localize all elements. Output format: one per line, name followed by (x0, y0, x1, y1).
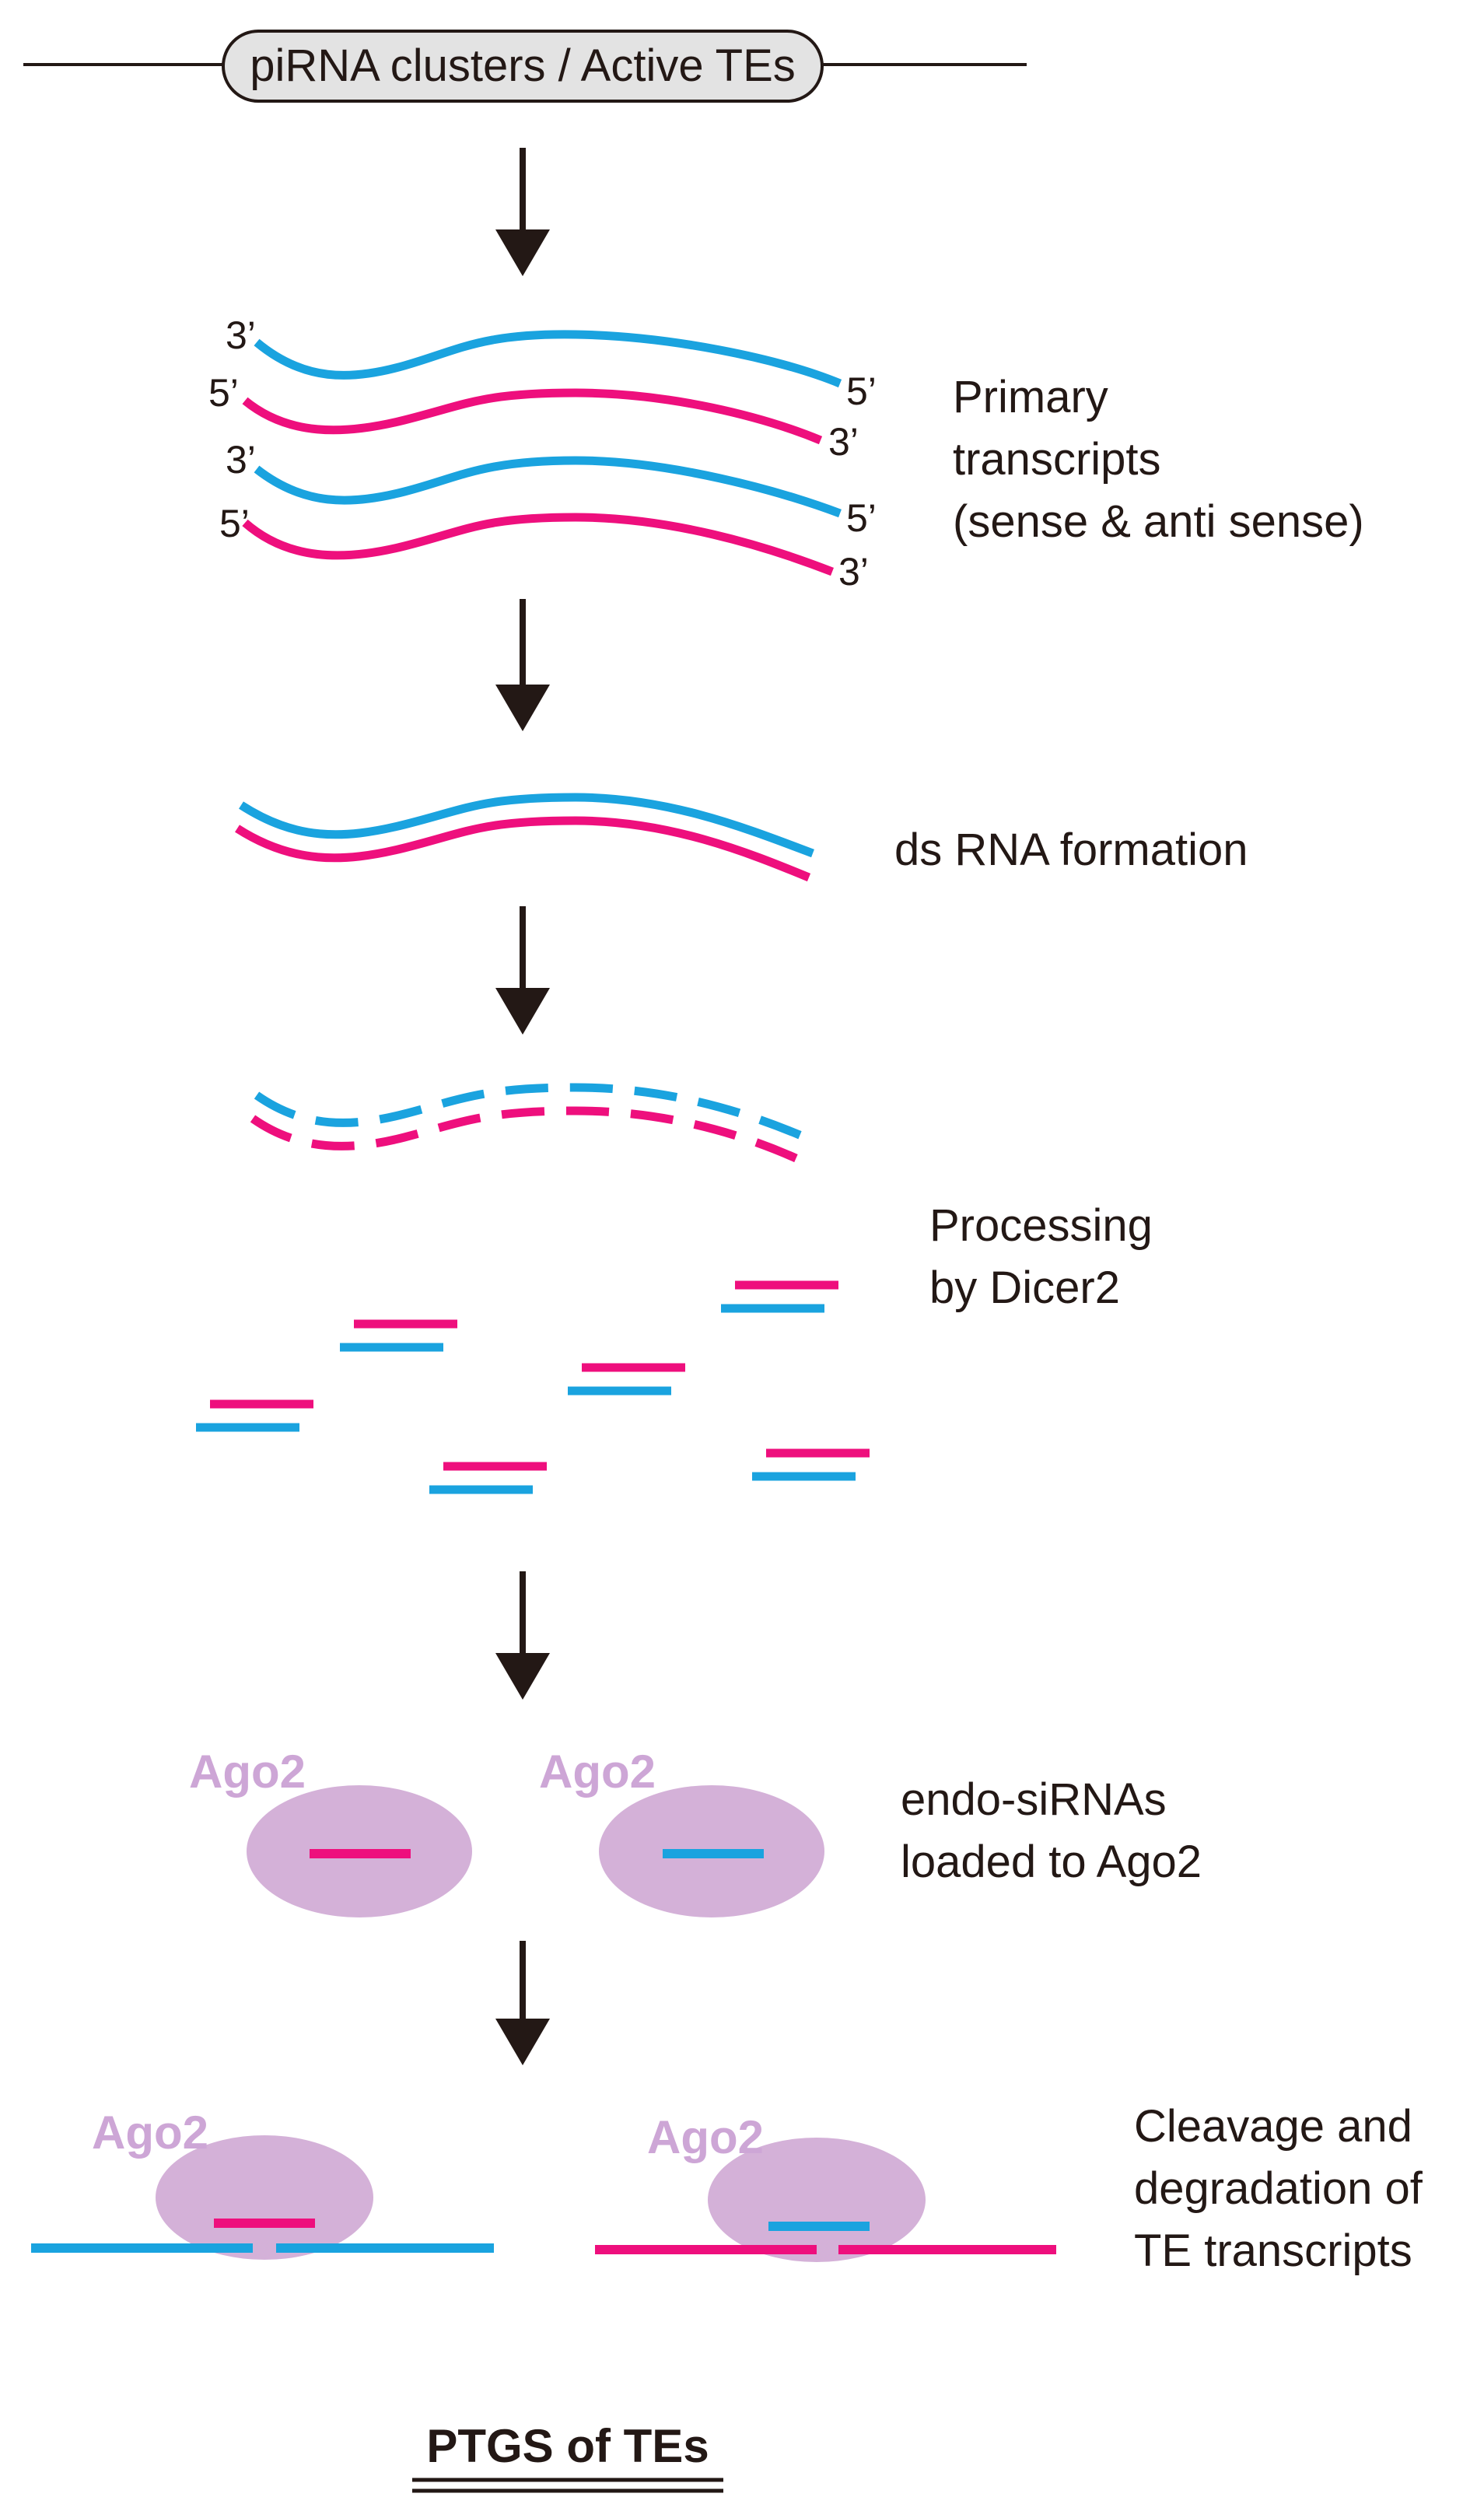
strand-end-label: 5’ (846, 369, 877, 413)
title-text: PTGS of TEs (426, 2420, 709, 2472)
cleavage-complex: Ago2 (595, 2111, 1056, 2262)
down-arrow-icon (495, 1571, 550, 1700)
antisense-transcript (242, 513, 834, 576)
primary-transcripts: 3’ 5’ 5’ 3’ 3’ 5’ 5’ 3’ Primary transcri… (208, 313, 1364, 594)
primary-label: (sense & anti sense) (953, 496, 1364, 547)
dicer-step: Processing by Dicer2 (196, 1083, 1153, 1494)
figure-title: PTGS of TEs (412, 2420, 723, 2493)
dsrna-antisense-strand (235, 816, 811, 882)
strand-end-label: 3’ (226, 438, 256, 482)
ago2-protein (708, 2138, 926, 2262)
source-step: piRNA clusters / Active TEs (23, 30, 1027, 103)
down-arrow-icon (495, 148, 550, 276)
dicer-label: by Dicer2 (929, 1263, 1120, 1313)
sirna-duplex (196, 1399, 313, 1432)
strand-end-label: 5’ (208, 371, 239, 415)
strand-end-label: 5’ (846, 496, 877, 540)
primary-label: Primary (953, 372, 1108, 422)
ago2-complex: Ago2 (189, 1746, 472, 1917)
sirna-duplex (340, 1319, 457, 1352)
ago2-label: Ago2 (92, 2107, 208, 2159)
loading-step: Ago2 Ago2 endo-siRNAs loaded to Ago2 (189, 1746, 1202, 1917)
ago2-protein (156, 2135, 373, 2260)
dsrna-sense-strand (239, 793, 814, 858)
sirna-duplex (429, 1462, 547, 1494)
ago2-complex: Ago2 (539, 1746, 824, 1917)
loading-label: endo-siRNAs (901, 1774, 1167, 1825)
dsrna-step: ds RNA formation (235, 793, 1248, 882)
cleavage-label: Cleavage and (1134, 2101, 1412, 2152)
cut-dsrna-sense (254, 1083, 807, 1142)
strand-end-label: 3’ (838, 550, 869, 594)
antisense-transcript (242, 388, 823, 445)
loading-label: loaded to Ago2 (901, 1837, 1202, 1887)
sirna-duplex (568, 1363, 685, 1396)
strand-end-label: 3’ (226, 313, 256, 357)
sense-transcript (254, 330, 842, 388)
dicer-label: Processing (929, 1200, 1153, 1251)
cleavage-step: Ago2 Ago2 Cleavage and degradation of TE… (31, 2101, 1423, 2276)
cleavage-label: degradation of (1134, 2163, 1423, 2214)
cleavage-label: TE transcripts (1134, 2226, 1412, 2276)
down-arrow-icon (495, 906, 550, 1035)
down-arrow-icon (495, 1941, 550, 2065)
dsrna-label: ds RNA formation (894, 825, 1248, 875)
ago2-label: Ago2 (539, 1746, 656, 1798)
sirna-duplex (721, 1280, 838, 1313)
cut-dsrna-antisense (250, 1106, 803, 1165)
cluster-box (222, 30, 824, 103)
ago2-label: Ago2 (189, 1746, 306, 1798)
down-arrow-icon (495, 599, 550, 731)
ago2-label: Ago2 (647, 2111, 764, 2163)
cluster-label: piRNA clusters / Active TEs (250, 40, 796, 91)
strand-end-label: 5’ (219, 502, 250, 545)
sense-transcript (254, 456, 842, 518)
sirna-duplex (752, 1448, 870, 1481)
primary-label: transcripts (953, 434, 1161, 485)
cleavage-complex: Ago2 (31, 2107, 494, 2260)
strand-end-label: 3’ (828, 420, 859, 464)
